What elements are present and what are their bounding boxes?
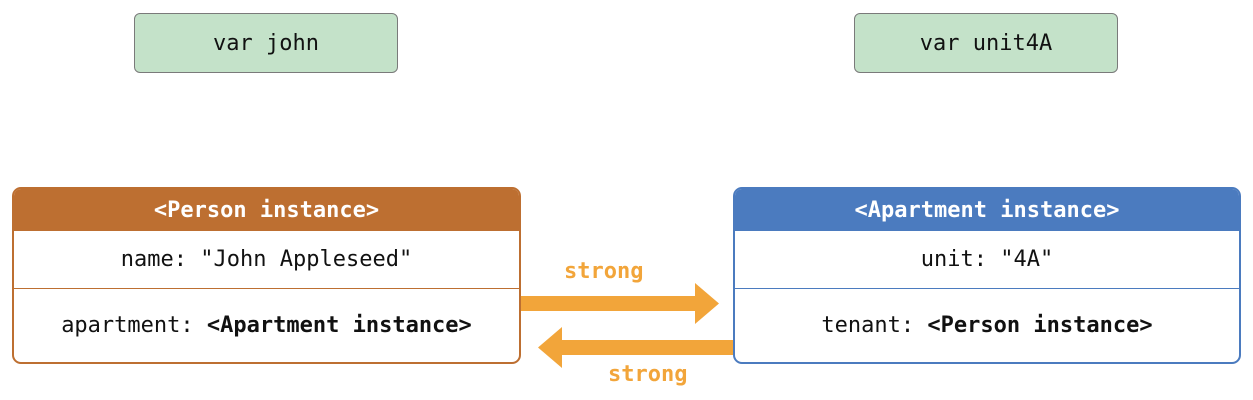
apartment-tenant-property: tenant: <Person instance> xyxy=(735,289,1239,362)
apartment-tenant-key: tenant: xyxy=(821,313,928,338)
variable-john-box: var john xyxy=(134,13,398,73)
apartment-unit-value: "4A" xyxy=(1000,247,1054,272)
strong-label-person-to-apartment: strong xyxy=(564,259,644,284)
strong-label-apartment-to-person: strong xyxy=(608,362,688,387)
person-apartment-value: <Apartment instance> xyxy=(206,313,472,338)
person-name-value: "John Appleseed" xyxy=(200,247,413,272)
apartment-instance-header: <Apartment instance> xyxy=(735,189,1239,231)
variable-unit4a-label: var unit4A xyxy=(919,30,1053,56)
person-instance-header: <Person instance> xyxy=(14,189,519,231)
person-apartment-key: apartment: xyxy=(61,313,207,338)
apartment-instance-box: <Apartment instance> unit: "4A" tenant: … xyxy=(733,187,1241,364)
variable-john-label: var john xyxy=(213,30,319,56)
person-name-property: name: "John Appleseed" xyxy=(14,231,519,289)
person-instance-box: <Person instance> name: "John Appleseed"… xyxy=(12,187,521,364)
apartment-tenant-value: <Person instance> xyxy=(927,313,1153,338)
apartment-unit-property: unit: "4A" xyxy=(735,231,1239,289)
variable-unit4a-box: var unit4A xyxy=(854,13,1118,73)
apartment-unit-key: unit: xyxy=(920,247,1001,272)
person-name-key: name: xyxy=(120,247,201,272)
arrow-person-to-apartment xyxy=(521,283,719,324)
person-apartment-property: apartment: <Apartment instance> xyxy=(14,289,519,362)
arrow-apartment-to-person xyxy=(538,327,733,368)
